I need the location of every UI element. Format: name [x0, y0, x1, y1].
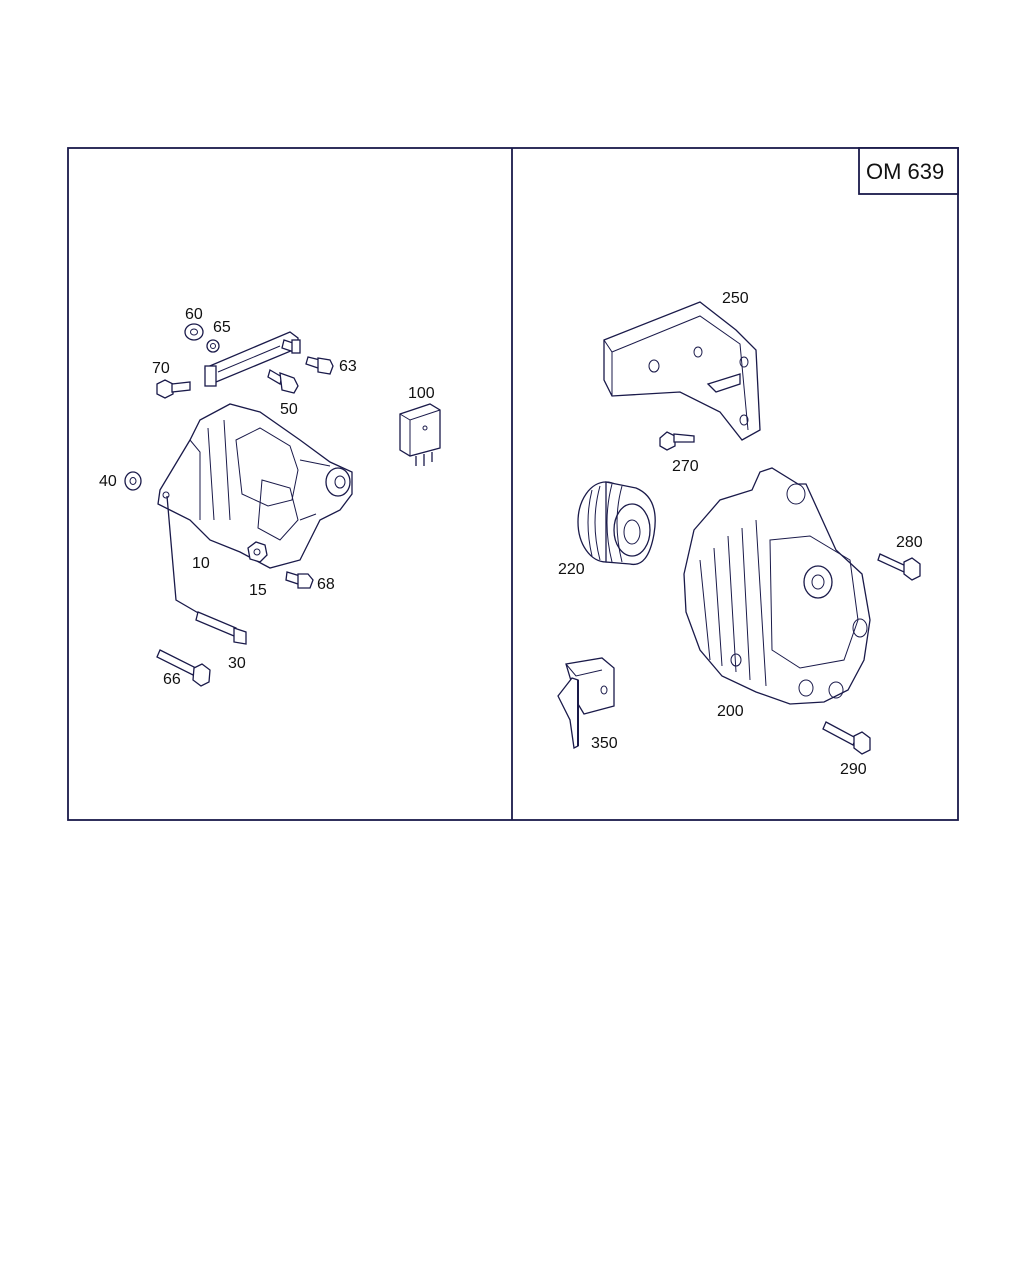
callout-10: 10: [192, 555, 210, 572]
callout-280: 280: [896, 534, 923, 551]
bracket-bolt-icon: [281, 339, 301, 354]
callout-65: 65: [213, 319, 231, 336]
callout-200: 200: [717, 703, 744, 720]
callout-270: 270: [672, 458, 699, 475]
part-65-washer-icon: [206, 339, 220, 353]
part-100-relay-icon: [399, 403, 441, 466]
part-50-stud-icon: [267, 369, 299, 394]
leader-30: [166, 495, 201, 615]
callout-40: 40: [99, 473, 117, 490]
part-270-bolt-icon: [659, 431, 695, 451]
callout-290: 290: [840, 761, 867, 778]
part-60-washer-icon: [184, 323, 204, 341]
callout-60: 60: [185, 306, 203, 323]
callout-100: 100: [408, 385, 435, 402]
part-250-bracket-icon: [603, 301, 761, 441]
engine-tag: OM 639: [866, 159, 944, 184]
part-15-nut-icon: [247, 541, 268, 563]
part-68-bolt-icon: [285, 571, 314, 589]
part-280-bolt-icon: [877, 553, 921, 581]
part-200-alternator-icon: [683, 467, 871, 705]
callout-350: 350: [591, 735, 618, 752]
callout-15: 15: [249, 582, 267, 599]
part-40-washer-icon: [124, 471, 142, 491]
callout-70: 70: [152, 360, 170, 377]
part-220-pulley-icon: [577, 481, 656, 566]
part-70-bolt-icon: [156, 379, 191, 399]
engine-tag-box: OM 639: [858, 147, 959, 195]
part-10-alternator-icon: [157, 403, 353, 569]
callout-50: 50: [280, 401, 298, 418]
part-66-bolt-icon: [156, 649, 211, 687]
callout-68: 68: [317, 576, 335, 593]
part-63-bolt-icon: [305, 356, 334, 375]
outer-frame: [67, 147, 959, 821]
callout-63: 63: [339, 358, 357, 375]
part-30-bolt-icon: [195, 611, 247, 645]
part-290-bolt-icon: [822, 721, 871, 755]
callout-250: 250: [722, 290, 749, 307]
callout-30: 30: [228, 655, 246, 672]
callout-220: 220: [558, 561, 585, 578]
part-350-clip-icon: [557, 657, 615, 749]
callout-66: 66: [163, 671, 181, 688]
